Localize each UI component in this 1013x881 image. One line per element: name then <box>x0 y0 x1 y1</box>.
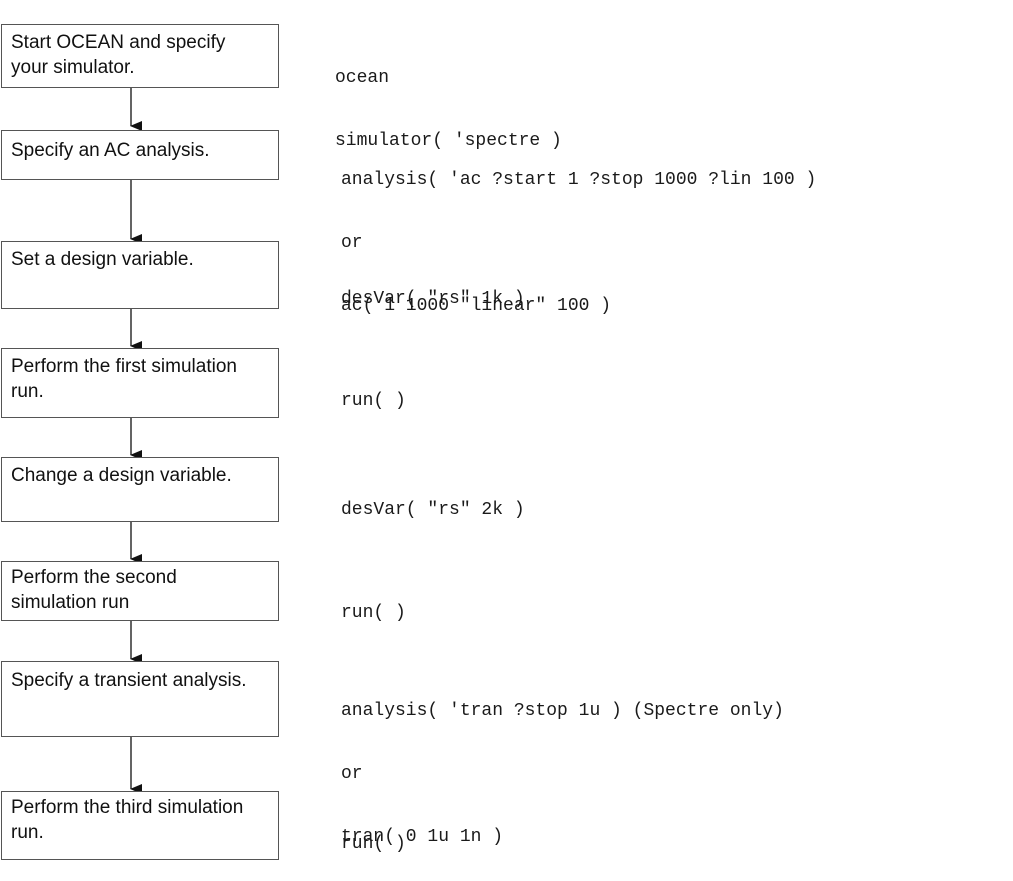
step-box-second-run: Perform the second simulation run <box>1 561 279 621</box>
code-block-set-design-variable: desVar( "rs" 1k ) <box>341 247 525 352</box>
code-line: analysis( 'tran ?stop 1u ) (Spectre only… <box>341 701 784 721</box>
code-line: simulator( 'spectre ) <box>335 131 562 151</box>
step-label: Change a design variable. <box>11 465 232 486</box>
code-line: or <box>341 764 363 784</box>
code-line: desVar( "rs" 2k ) <box>341 500 525 520</box>
step-label: Perform the third simulation run. <box>11 797 244 843</box>
step-box-ac-analysis: Specify an AC analysis. <box>1 130 279 180</box>
step-label: Specify a transient analysis. <box>11 670 247 691</box>
code-line: analysis( 'ac ?start 1 ?stop 1000 ?lin 1… <box>341 170 817 190</box>
code-line: or <box>341 233 363 253</box>
code-block-first-run: run( ) <box>341 349 406 454</box>
code-block-transient-analysis: analysis( 'tran ?stop 1u ) (Spectre only… <box>341 659 784 881</box>
step-box-start-ocean: Start OCEAN and specify your simulator. <box>1 24 279 88</box>
code-block-ac-analysis: analysis( 'ac ?start 1 ?stop 1000 ?lin 1… <box>341 128 816 359</box>
step-box-third-run: Perform the third simulation run. <box>1 791 279 860</box>
code-line: ac( 1 1000 "linear" 100 ) <box>341 296 612 316</box>
step-label: Perform the first simulation run. <box>11 356 237 402</box>
step-label: Start OCEAN and specify your simulator. <box>11 32 226 78</box>
code-line: run( ) <box>341 603 406 623</box>
code-line: run( ) <box>341 391 406 411</box>
code-block-third-run: run( ) <box>341 792 406 881</box>
code-line: tran( 0 1u 1n ) <box>341 827 504 847</box>
code-line: ocean <box>335 68 390 88</box>
step-label: Set a design variable. <box>11 249 194 270</box>
code-block-change-design-variable: desVar( "rs" 2k ) <box>341 458 525 563</box>
code-block-second-run: run( ) <box>341 561 406 666</box>
code-line: desVar( "rs" 1k ) <box>341 289 525 309</box>
step-box-change-design-variable: Change a design variable. <box>1 457 279 522</box>
step-box-transient-analysis: Specify a transient analysis. <box>1 661 279 737</box>
code-block-start-ocean: ocean simulator( 'spectre ) <box>335 26 562 194</box>
step-label: Specify an AC analysis. <box>11 140 210 161</box>
step-box-first-run: Perform the first simulation run. <box>1 348 279 418</box>
step-label: Perform the second simulation run <box>11 567 177 613</box>
step-box-set-design-variable: Set a design variable. <box>1 241 279 309</box>
code-line: run( ) <box>341 834 406 854</box>
